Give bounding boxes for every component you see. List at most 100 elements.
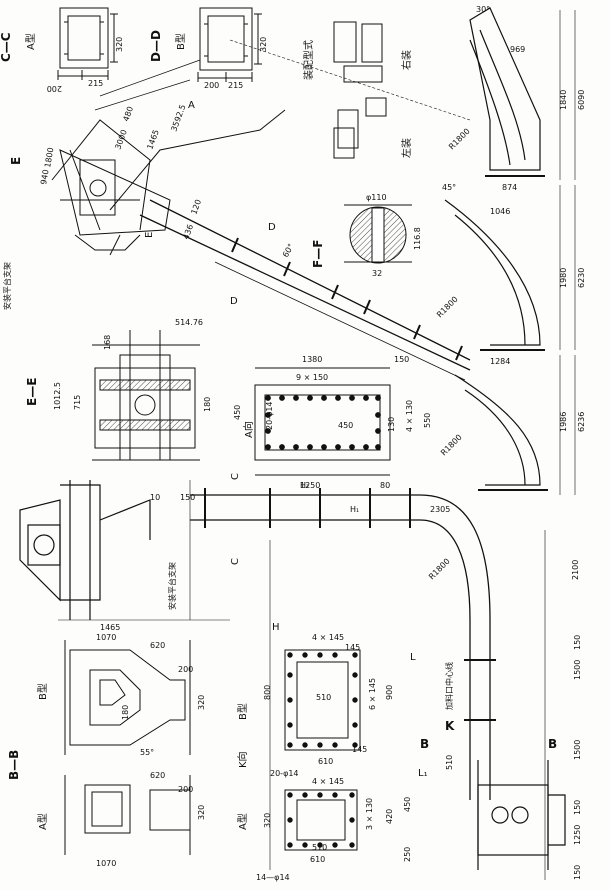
dim-32: 32 [372, 269, 382, 278]
dim-436: 436 [181, 223, 195, 240]
dim-1500-a: 1500 [573, 660, 582, 680]
label-b-type-k: B型 [236, 703, 249, 720]
dim-620-bot: 620 [150, 771, 165, 780]
dim-320-a: 320 [115, 37, 124, 52]
dim-200-bb: 200 [178, 665, 193, 674]
dim-3x130: 3 × 130 [365, 798, 374, 830]
dim-6230: 6230 [577, 268, 586, 288]
dim-1465: 1465 [145, 128, 160, 150]
label-bb-b-type: B型 [36, 683, 49, 700]
dim-450-a: 450 [338, 421, 353, 430]
dim-800: 800 [263, 685, 272, 700]
label-support-platform-top: 安装平台支架 [2, 262, 12, 310]
dim-168: 168 [103, 335, 112, 350]
dim-1500-b: 1500 [573, 740, 582, 760]
assembly-form-right [333, 21, 383, 83]
dim-80: 80 [380, 481, 390, 490]
ff-section [344, 204, 412, 264]
dim-1070-top: 1070 [96, 633, 116, 642]
letter-e: E [9, 157, 23, 165]
dim-420: 420 [385, 809, 394, 824]
dim-150-r2: 150 [573, 800, 582, 815]
dim-10: 10 [150, 493, 160, 502]
label-right-mount: 右装 [400, 50, 413, 70]
dim-1012: 1012.5 [53, 382, 62, 410]
letter-b-left: B [420, 737, 429, 751]
dim-969: 969 [510, 45, 525, 54]
curve-section-bottom [454, 374, 548, 491]
a-type-bolt-holes [287, 792, 355, 848]
a-type-bottom-plate [284, 789, 358, 851]
dim-320-k: 320 [263, 813, 272, 828]
letter-d-2: D [230, 296, 238, 307]
label-dd-b-type: B型 [174, 33, 187, 50]
dim-510-k: 510 [316, 693, 331, 702]
dim-f-110: φ110 [366, 193, 387, 202]
dim-1380: 1380 [302, 355, 322, 364]
label-dd: D—D [149, 30, 163, 62]
dim-510-inlet: 510 [445, 755, 454, 770]
letter-h: H [272, 622, 280, 633]
dim-6090: 6090 [577, 90, 586, 110]
dim-r1800-m: R1800 [435, 295, 460, 320]
letter-b-right: B [548, 737, 557, 751]
dim-1250-r: 1250 [573, 825, 582, 845]
curve-section-top [469, 7, 545, 177]
assembly-form-left [333, 97, 387, 159]
trough-flanges [231, 237, 463, 361]
dim-1250: 1250 [300, 481, 320, 490]
dim-1986: 1986 [559, 412, 568, 432]
dim-150-r3: 150 [573, 865, 582, 880]
dim-900: 900 [385, 685, 394, 700]
k-view-bolt-holes [287, 652, 358, 748]
dim-250: 250 [403, 847, 412, 862]
label-inlet-centerline: 加料口中心线 [444, 662, 454, 710]
label-assembly-form: 装配型式 [302, 40, 315, 80]
label-left-mount: 左装 [400, 138, 413, 158]
dim-4x130: 4 × 130 [405, 400, 414, 432]
label-a-view: A向 [242, 421, 255, 438]
lower-drive-head [19, 480, 151, 620]
dim-2100: 2100 [571, 560, 580, 580]
dim-r1800-top: R1800 [447, 127, 472, 152]
dim-150-b: 150 [180, 493, 195, 502]
dim-116: 116.8 [413, 227, 422, 250]
dim-20-phi14: 20-φ14 [270, 769, 299, 778]
dim-514: 514.76 [175, 318, 203, 327]
dim-1980: 1980 [559, 268, 568, 288]
dim-145-top: 145 [345, 643, 360, 652]
dim-130: 130 [387, 417, 396, 432]
dim-550: 550 [423, 413, 432, 428]
dim-r1800-mid: R1800 [427, 557, 452, 582]
dim-14phi: 14—φ14 [256, 873, 290, 882]
letter-e-2: E [144, 232, 155, 238]
dim-1465-mid: 1465 [100, 623, 120, 632]
label-cc: C—C [0, 32, 13, 62]
letter-c-2: C [230, 558, 241, 565]
cc-section [57, 7, 118, 80]
letter-k: K [445, 719, 455, 733]
dim-4x145-b: 4 × 145 [312, 777, 344, 786]
letter-d-1: D [268, 222, 276, 233]
dim-320-d: 320 [259, 37, 268, 52]
label-cc-a-type: A型 [24, 33, 37, 50]
bb-a-type [64, 775, 191, 855]
dd-section [197, 7, 262, 82]
dim-30: 30° [476, 5, 490, 14]
dim-200-bot: 200 [178, 785, 193, 794]
dim-450-bot: 450 [403, 797, 412, 812]
dim-150-r1: 150 [573, 635, 582, 650]
label-bb-a-type: A型 [36, 813, 49, 830]
dim-4x145: 4 × 145 [312, 633, 344, 642]
label-bb: B—B [7, 750, 21, 780]
a-view-bolt-holes [265, 395, 381, 450]
bb-b-type [64, 640, 191, 755]
dim-610-bot: 610 [310, 855, 325, 864]
dim-180-bb: 180 [121, 705, 130, 720]
dim-320-bot: 320 [197, 805, 206, 820]
dim-1046: 1046 [490, 207, 510, 216]
dim-145-bot: 145 [352, 745, 367, 754]
dim-480: 480 [121, 105, 135, 122]
